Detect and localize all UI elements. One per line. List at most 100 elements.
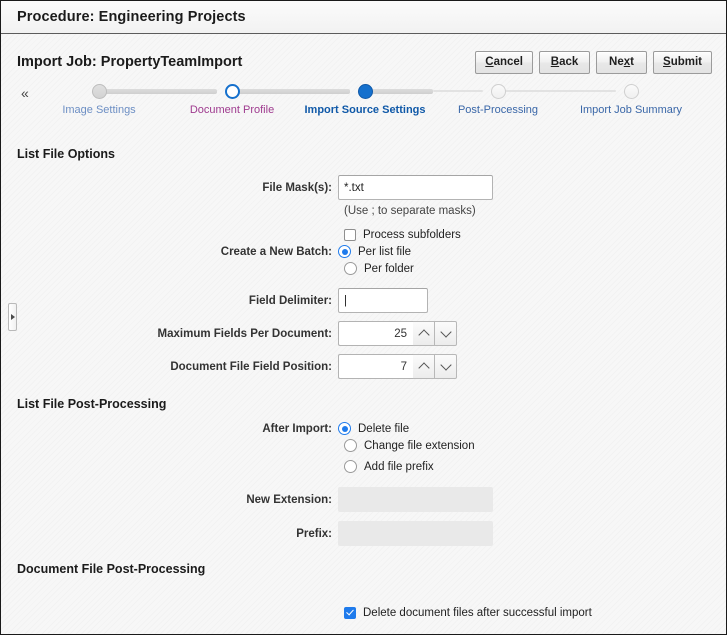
delete-documents-row[interactable]: Delete document files after successful i… [1, 602, 726, 623]
chevron-down-icon [439, 326, 452, 338]
radio-delete-file[interactable] [338, 422, 351, 435]
train-step-3-dot [357, 83, 373, 99]
file-mask-control [338, 175, 493, 200]
field-row-file-mask: File Mask(s): [1, 175, 726, 200]
after-import-option-2[interactable]: Change file extension [1, 435, 726, 456]
train-step-2-dot [224, 83, 240, 99]
field-row-max-fields: Maximum Fields Per Document: [1, 321, 726, 346]
create-new-batch-option-2[interactable]: Per folder [1, 258, 726, 279]
train-connector-2 [232, 89, 350, 94]
radio-change-file-extension[interactable] [344, 439, 357, 452]
train-steps: Image Settings Document Profile Import S… [53, 80, 716, 138]
new-extension-label: New Extension: [246, 493, 332, 506]
next-button-pre: Ne [609, 56, 624, 68]
window-title-bar: Procedure: Engineering Projects [1, 1, 726, 34]
submit-button-accesskey: S [663, 56, 671, 68]
train-step-5-dotwrap [566, 80, 696, 102]
file-mask-input[interactable] [338, 175, 493, 200]
field-row-doc-field-position: Document File Field Position: [1, 354, 726, 379]
train-step-document-profile[interactable]: Document Profile [167, 80, 297, 117]
cancel-button-accesskey: C [485, 56, 494, 68]
train-step-2-label[interactable]: Document Profile [189, 104, 275, 116]
field-row-field-delimiter: Field Delimiter: [1, 288, 726, 313]
doc-field-position-spinner [338, 354, 457, 379]
field-row-create-new-batch: Create a New Batch: Per list file [1, 245, 726, 258]
create-new-batch-label: Create a New Batch: [220, 245, 332, 258]
radio-per-list-file-label[interactable]: Per list file [358, 245, 412, 258]
chevron-down-icon [439, 359, 452, 371]
delete-documents-checkbox[interactable] [344, 606, 356, 619]
train-step-post-processing[interactable]: Post-Processing [433, 80, 563, 117]
train-connector-3b [433, 90, 483, 92]
prefix-control [338, 521, 493, 546]
train-step-3-label: Import Source Settings [304, 104, 426, 116]
cancel-button-post: ancel [493, 56, 524, 68]
delete-documents-label[interactable]: Delete document files after successful i… [363, 606, 592, 619]
max-fields-input[interactable] [338, 321, 413, 346]
max-fields-decrement-button[interactable] [435, 321, 457, 346]
page-title: Procedure: Engineering Projects [17, 9, 246, 25]
file-mask-hint: (Use ; to separate masks) [344, 205, 476, 217]
train-connector-4 [498, 90, 616, 92]
radio-change-file-extension-label[interactable]: Change file extension [364, 439, 475, 452]
import-job-title: Import Job: PropertyTeamImport [17, 54, 243, 70]
process-subfolders-checkbox[interactable] [344, 228, 356, 241]
wizard-train: « Image Settings Document Profile Import… [1, 80, 726, 138]
field-row-after-import: After Import: Delete file [1, 422, 726, 435]
train-step-1-dotwrap [34, 80, 164, 102]
train-step-4-dotwrap [433, 80, 563, 102]
max-fields-spinner [338, 321, 457, 346]
section-heading-document-file-post-processing: Document File Post-Processing [17, 562, 206, 576]
back-button-accesskey: B [550, 56, 560, 68]
chevron-up-icon [417, 362, 430, 374]
create-new-batch-option-1[interactable]: Per list file [338, 245, 411, 258]
after-import-option-3[interactable]: Add file prefix [1, 456, 726, 477]
process-subfolders-row[interactable]: Process subfolders [1, 224, 726, 245]
next-button-post: t [630, 56, 634, 68]
train-step-4-dot [490, 83, 506, 99]
train-step-4-label[interactable]: Post-Processing [457, 104, 539, 116]
panel-splitter-handle[interactable] [8, 303, 17, 331]
chevron-up-icon [417, 329, 430, 341]
back-button-post: ack [559, 56, 579, 68]
doc-field-position-input[interactable] [338, 354, 413, 379]
radio-per-folder-label[interactable]: Per folder [364, 262, 414, 275]
train-step-2-dotwrap [167, 80, 297, 102]
train-step-import-source-settings[interactable]: Import Source Settings [300, 80, 430, 117]
train-step-3-dotwrap [300, 80, 430, 102]
radio-delete-file-label[interactable]: Delete file [358, 422, 410, 435]
train-step-image-settings[interactable]: Image Settings [34, 80, 164, 117]
after-import-label: After Import: [262, 422, 332, 435]
next-button-accesskey: x [623, 56, 631, 68]
radio-add-file-prefix-label[interactable]: Add file prefix [364, 460, 434, 473]
train-connector-1 [99, 89, 217, 94]
max-fields-increment-button[interactable] [413, 321, 435, 346]
section-heading-list-file-options: List File Options [17, 147, 115, 161]
radio-per-folder[interactable] [344, 262, 357, 275]
doc-field-position-decrement-button[interactable] [435, 354, 457, 379]
after-import-option-1[interactable]: Delete file [338, 422, 409, 435]
doc-field-position-increment-button[interactable] [413, 354, 435, 379]
train-step-import-job-summary[interactable]: Import Job Summary [566, 80, 696, 117]
train-collapse-icon[interactable]: « [21, 85, 29, 101]
train-step-1-dot [91, 83, 107, 99]
submit-button-post: ubmit [670, 56, 702, 68]
new-extension-control [338, 487, 493, 512]
max-fields-label: Maximum Fields Per Document: [157, 327, 332, 340]
radio-per-list-file[interactable] [338, 245, 351, 258]
form-content: List File Options File Mask(s): (Use ; t… [1, 138, 726, 623]
train-step-1-label[interactable]: Image Settings [62, 104, 136, 116]
process-subfolders-label[interactable]: Process subfolders [363, 228, 461, 241]
field-delimiter-input[interactable] [338, 288, 428, 313]
field-row-new-extension: New Extension: [1, 487, 726, 512]
new-extension-input [338, 487, 493, 512]
train-connector-3a [365, 89, 433, 94]
radio-add-file-prefix[interactable] [344, 460, 357, 473]
train-step-5-label[interactable]: Import Job Summary [579, 104, 683, 116]
